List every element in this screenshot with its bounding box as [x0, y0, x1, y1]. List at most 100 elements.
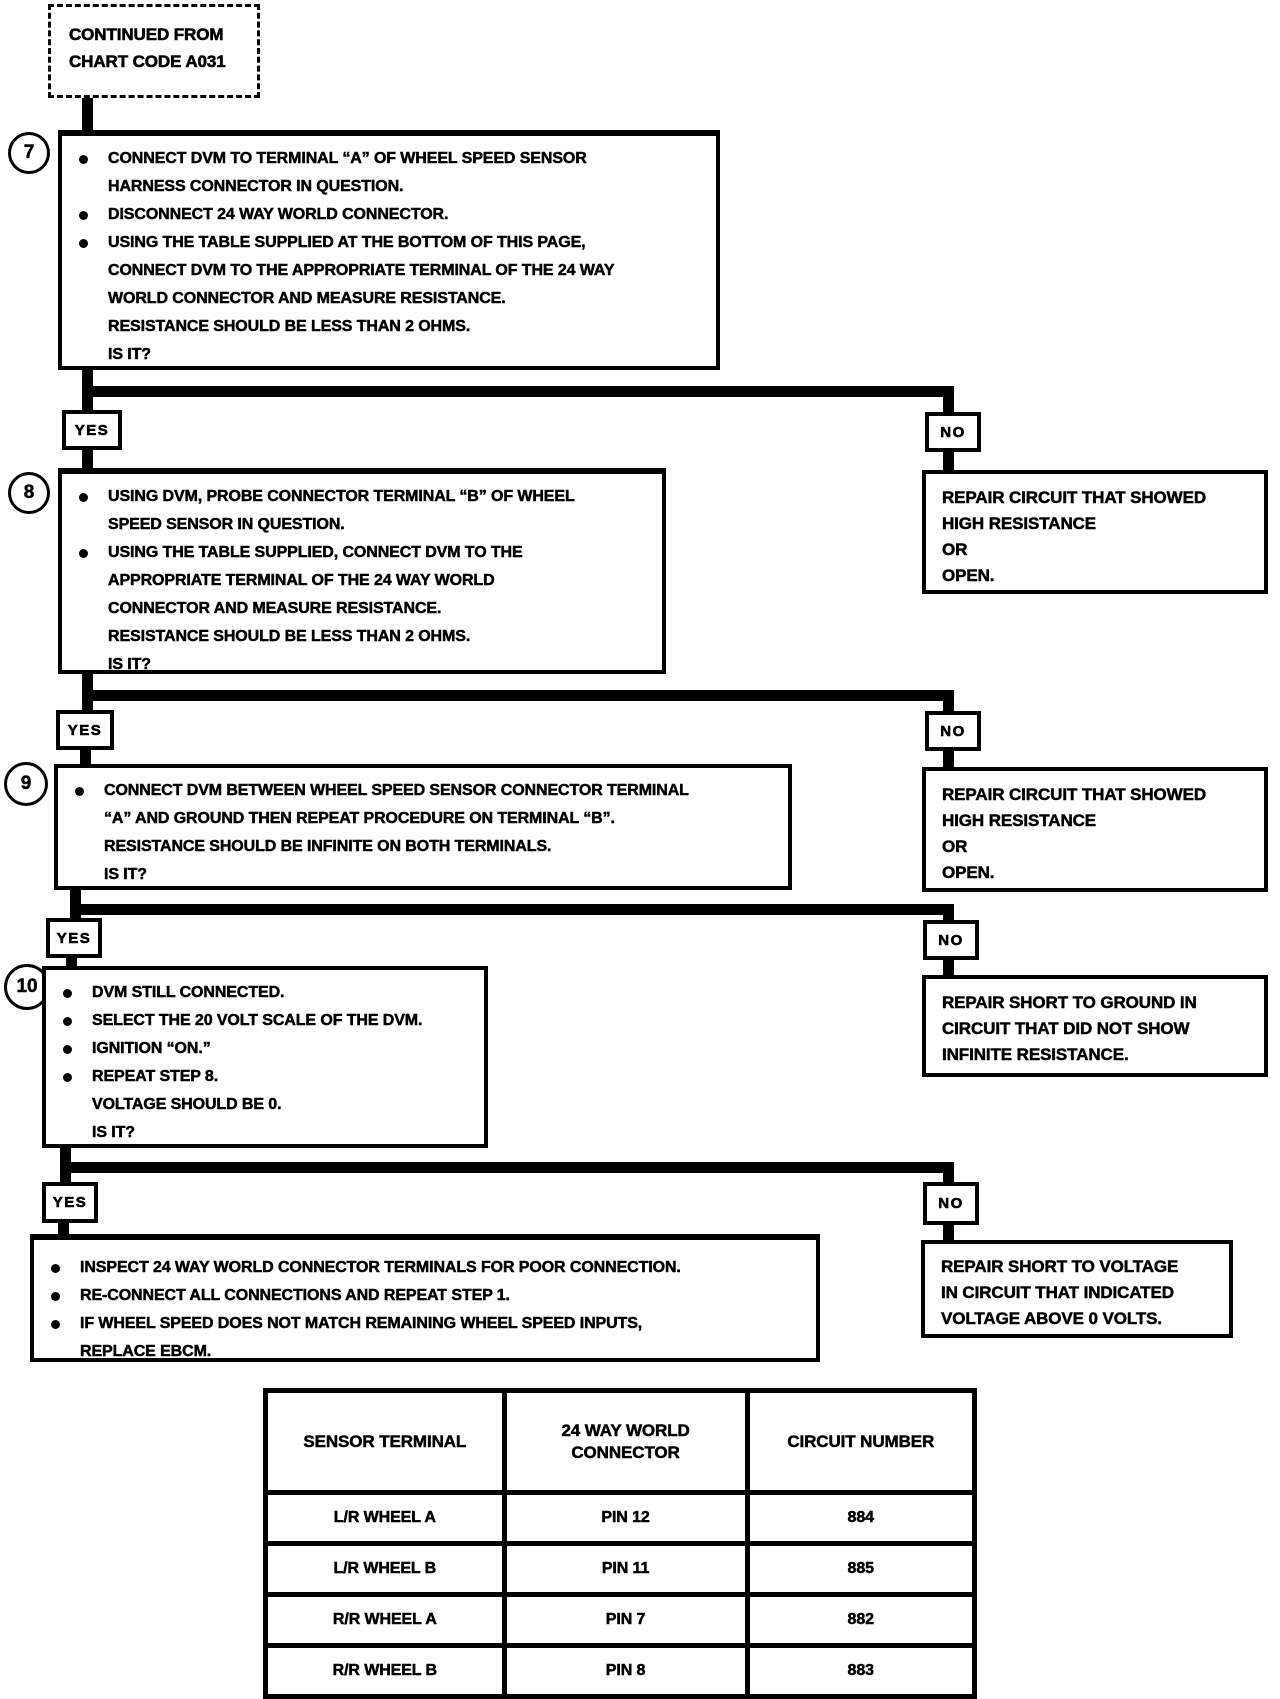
- continued-line-1: CONTINUED FROM: [69, 25, 224, 45]
- step-line: RESISTANCE SHOULD BE LESS THAN 2 OHMS.: [62, 313, 716, 341]
- step-line: RE-CONNECT ALL CONNECTIONS AND REPEAT ST…: [34, 1282, 816, 1310]
- step-line: IS IT?: [62, 341, 716, 369]
- yes-box-4: YES: [42, 1182, 98, 1223]
- step-line-text: RESISTANCE SHOULD BE LESS THAN 2 OHMS.: [108, 318, 471, 336]
- yes-box-1: YES: [62, 410, 122, 450]
- repair-line: OR: [942, 837, 968, 857]
- yes-box-2: YES: [56, 710, 114, 750]
- step-line-text: DISCONNECT 24 WAY WORLD CONNECTOR.: [108, 206, 449, 224]
- repair-line: REPAIR CIRCUIT THAT SHOWED: [942, 488, 1207, 508]
- no-box-2: NO: [925, 711, 981, 751]
- step-line: USING THE TABLE SUPPLIED, CONNECT DVM TO…: [62, 539, 662, 567]
- cell-pin: PIN 12: [501, 1490, 750, 1546]
- step-line-text: INSPECT 24 WAY WORLD CONNECTOR TERMINALS…: [80, 1259, 681, 1277]
- continued-line-2: CHART CODE A031: [69, 52, 226, 72]
- step-line: CONNECTOR AND MEASURE RESISTANCE.: [62, 595, 662, 623]
- bullet-icon: [63, 1073, 72, 1082]
- cell-pin: PIN 7: [501, 1592, 750, 1648]
- yes-label: YES: [52, 1194, 88, 1212]
- cell-circuit-number: 883: [744, 1643, 978, 1699]
- step-number-label: 7: [23, 142, 35, 164]
- bullet-icon: [75, 787, 84, 796]
- bullet-icon: [63, 989, 72, 998]
- no-label: NO: [938, 1195, 964, 1213]
- cell-pin: PIN 11: [501, 1541, 750, 1597]
- cell-circuit-number: 885: [744, 1541, 978, 1597]
- repair-line: OPEN.: [942, 863, 995, 883]
- no-label: NO: [940, 423, 966, 441]
- repair-line: VOLTAGE ABOVE 0 VOLTS.: [941, 1309, 1163, 1329]
- step-line: SELECT THE 20 VOLT SCALE OF THE DVM.: [46, 1007, 484, 1035]
- step-line-text: DVM STILL CONNECTED.: [92, 984, 285, 1002]
- connector: [82, 448, 93, 470]
- step-line: IF WHEEL SPEED DOES NOT MATCH REMAINING …: [34, 1310, 816, 1338]
- step-number-label: 8: [23, 482, 35, 504]
- no-box-4: NO: [923, 1182, 979, 1225]
- no-box-3: NO: [923, 920, 979, 960]
- bullet-icon: [79, 239, 88, 248]
- no-label: NO: [938, 931, 964, 949]
- step-8-number: 8: [8, 472, 50, 514]
- pin-table-header-sensor: SENSOR TERMINAL: [263, 1388, 507, 1495]
- step-number-label: 9: [20, 773, 32, 795]
- pin-table-header-circuit: CIRCUIT NUMBER: [744, 1388, 978, 1495]
- cell-sensor-terminal: R/R WHEEL B: [263, 1643, 507, 1699]
- repair-line: REPAIR CIRCUIT THAT SHOWED: [942, 785, 1207, 805]
- connector: [943, 450, 954, 472]
- bullet-icon: [63, 1045, 72, 1054]
- step-line: INSPECT 24 WAY WORLD CONNECTOR TERMINALS…: [34, 1254, 816, 1282]
- step-line: CONNECT DVM TO TERMINAL “A” OF WHEEL SPE…: [62, 145, 716, 173]
- step-line: IS IT?: [62, 651, 662, 679]
- step-line-text: RESISTANCE SHOULD BE INFINITE ON BOTH TE…: [104, 838, 552, 856]
- repair-line: HIGH RESISTANCE: [942, 514, 1097, 534]
- header-text: CIRCUIT NUMBER: [787, 1431, 935, 1451]
- header-text: SENSOR TERMINAL: [303, 1431, 467, 1451]
- step-line-text: IGNITION “ON.”: [92, 1040, 211, 1058]
- connector-branch-1: [82, 386, 954, 397]
- connector-branch-4: [60, 1162, 954, 1173]
- step-line: WORLD CONNECTOR AND MEASURE RESISTANCE.: [62, 285, 716, 313]
- step-7-number: 7: [8, 132, 50, 174]
- final-action-box: INSPECT 24 WAY WORLD CONNECTOR TERMINALS…: [30, 1234, 820, 1362]
- bullet-icon: [79, 155, 88, 164]
- step-line: HARNESS CONNECTOR IN QUESTION.: [62, 173, 716, 201]
- step-line-text: CONNECT DVM BETWEEN WHEEL SPEED SENSOR C…: [104, 782, 689, 800]
- step-line-text: SPEED SENSOR IN QUESTION.: [108, 516, 345, 534]
- repair-line: HIGH RESISTANCE: [942, 811, 1097, 831]
- step-line-text: RESISTANCE SHOULD BE LESS THAN 2 OHMS.: [108, 628, 471, 646]
- connector: [82, 98, 93, 132]
- pin-table-header-connector: 24 WAY WORLD CONNECTOR: [501, 1388, 750, 1495]
- step-9-box: CONNECT DVM BETWEEN WHEEL SPEED SENSOR C…: [54, 764, 792, 890]
- repair-line: IN CIRCUIT THAT INDICATED: [941, 1283, 1175, 1303]
- repair-box-1: REPAIR CIRCUIT THAT SHOWED HIGH RESISTAN…: [922, 470, 1268, 594]
- step-10-box: DVM STILL CONNECTED. SELECT THE 20 VOLT …: [42, 966, 488, 1148]
- step-line: CONNECT DVM BETWEEN WHEEL SPEED SENSOR C…: [58, 777, 788, 805]
- step-line: RESISTANCE SHOULD BE LESS THAN 2 OHMS.: [62, 623, 662, 651]
- pin-table-header-row: SENSOR TERMINAL 24 WAY WORLD CONNECTOR C…: [263, 1388, 978, 1495]
- cell-sensor-terminal: L/R WHEEL B: [263, 1541, 507, 1597]
- cell-circuit-number: 882: [744, 1592, 978, 1648]
- repair-box-2: REPAIR CIRCUIT THAT SHOWED HIGH RESISTAN…: [922, 767, 1268, 892]
- step-8-box: USING DVM, PROBE CONNECTOR TERMINAL “B” …: [58, 468, 666, 674]
- step-line-text: SELECT THE 20 VOLT SCALE OF THE DVM.: [92, 1012, 423, 1030]
- repair-line: CIRCUIT THAT DID NOT SHOW: [942, 1019, 1190, 1039]
- connector-branch-2: [82, 690, 954, 701]
- step-line-text: CONNECTOR AND MEASURE RESISTANCE.: [108, 600, 442, 618]
- step-line: REPEAT STEP 8.: [46, 1063, 484, 1091]
- repair-line: OR: [942, 540, 968, 560]
- step-line: VOLTAGE SHOULD BE 0.: [46, 1091, 484, 1119]
- cell-sensor-terminal: L/R WHEEL A: [263, 1490, 507, 1546]
- pin-table: SENSOR TERMINAL 24 WAY WORLD CONNECTOR C…: [263, 1388, 978, 1699]
- no-label: NO: [940, 722, 966, 740]
- bullet-icon: [51, 1320, 60, 1329]
- step-line-text: APPROPRIATE TERMINAL OF THE 24 WAY WORLD: [108, 572, 495, 590]
- connector: [66, 956, 77, 968]
- continued-from-box: CONTINUED FROM CHART CODE A031: [48, 4, 260, 98]
- step-line-text: IS IT?: [92, 1124, 136, 1142]
- step-line: SPEED SENSOR IN QUESTION.: [62, 511, 662, 539]
- connector: [943, 749, 954, 769]
- step-line: DVM STILL CONNECTED.: [46, 979, 484, 1007]
- bullet-icon: [63, 1017, 72, 1026]
- cell-circuit-number: 884: [744, 1490, 978, 1546]
- connector: [943, 1223, 954, 1242]
